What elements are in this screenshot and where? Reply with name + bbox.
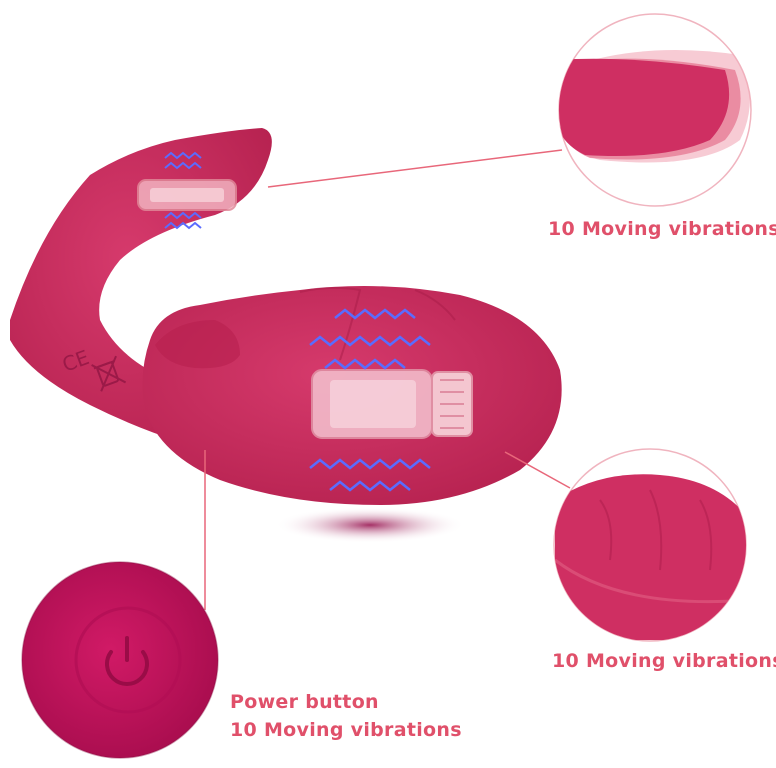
body-detail-callout: [553, 448, 747, 642]
tip-vibration-label: 10 Moving vibrations: [548, 218, 776, 240]
vibration-wave-icon: [309, 308, 431, 492]
tip-detail-callout: [558, 13, 752, 207]
power-button-title: Power button: [230, 691, 379, 713]
weee-bin-icon: [91, 355, 127, 392]
vibration-wave-icon: [164, 151, 202, 230]
power-icon: [105, 636, 149, 686]
product-shadow: [275, 507, 465, 543]
power-button-callout: [21, 561, 219, 759]
motor-icon: [311, 369, 473, 439]
body-vibration-label: 10 Moving vibrations: [552, 650, 776, 672]
power-vibration-label: 10 Moving vibrations: [230, 719, 462, 741]
callout-connectors: [204, 149, 571, 610]
power-button-label-group: Power button 10 Moving vibrations: [230, 688, 462, 744]
